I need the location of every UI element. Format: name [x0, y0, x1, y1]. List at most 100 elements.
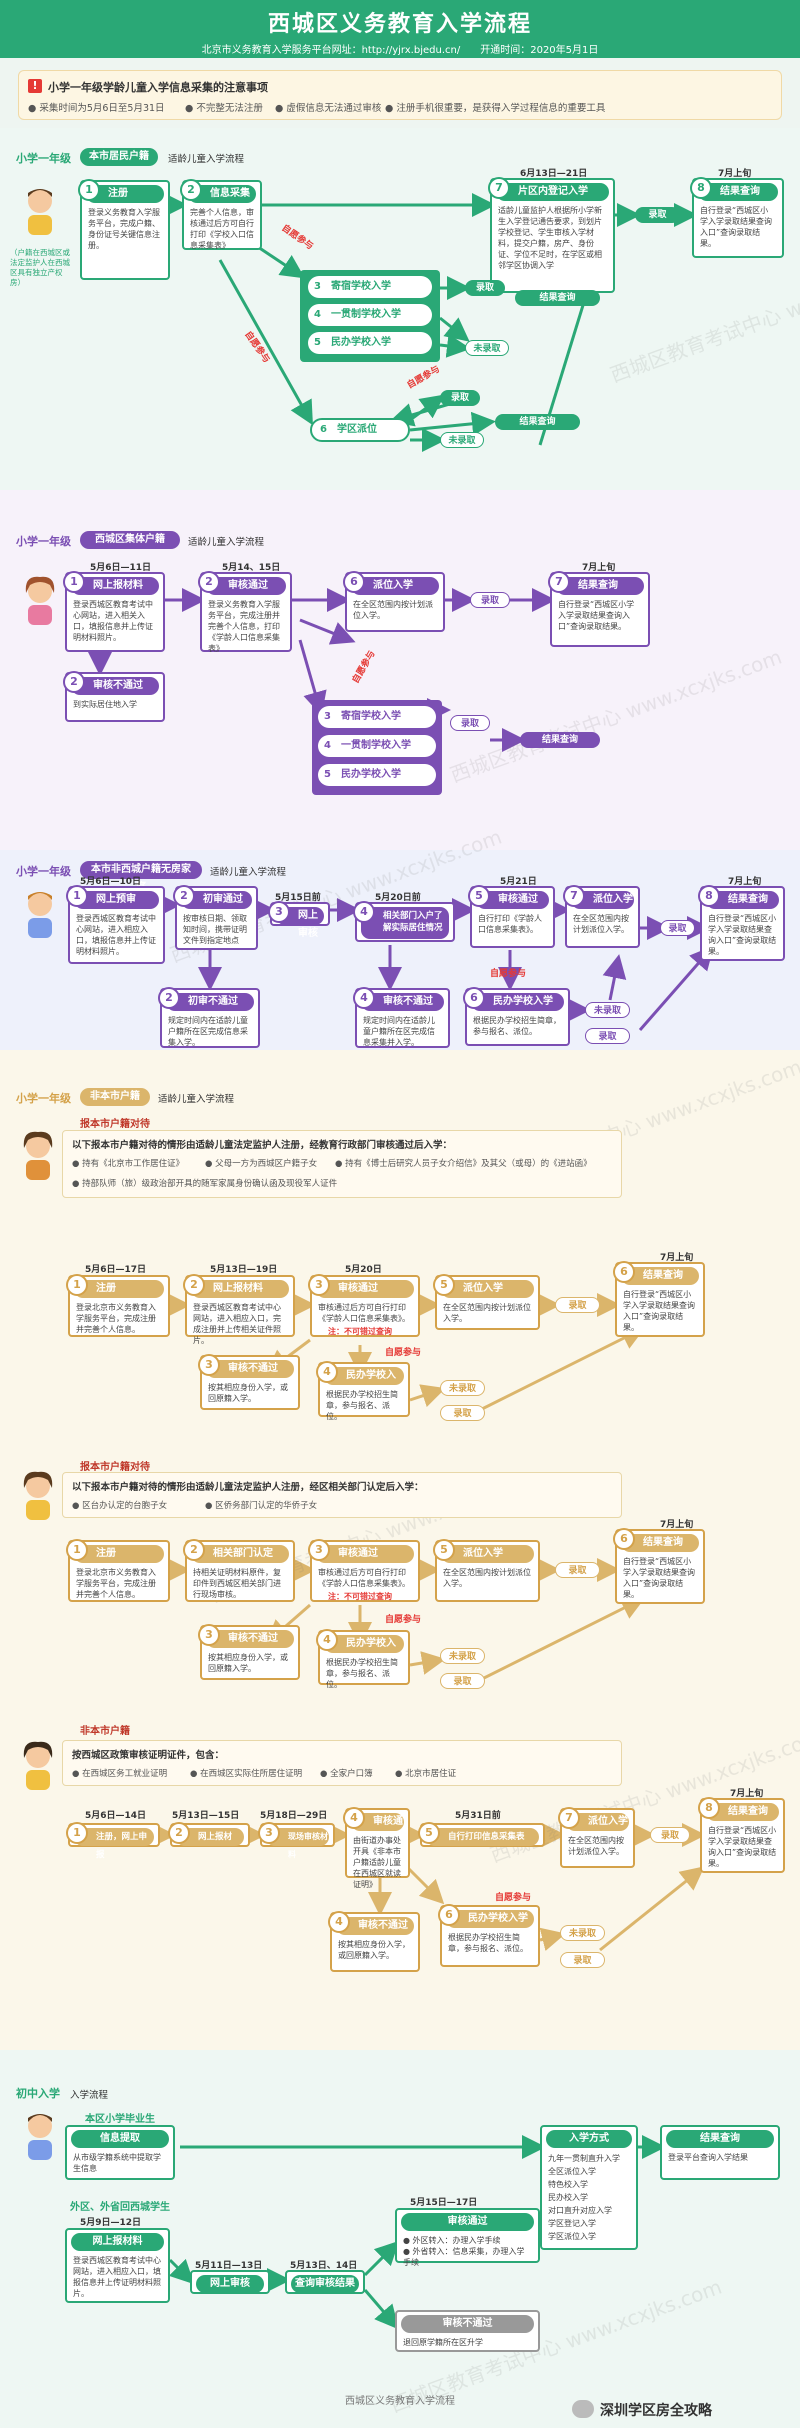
notice-title: 小学一年级学龄儿童入学信息采集的注意事项 — [48, 81, 268, 94]
review-note: 注：不可错过查询 — [328, 1327, 392, 1336]
private-school-option: 5 民办学校入学 — [318, 764, 436, 786]
condition-item: ● 北京市居住证 — [395, 1769, 457, 1779]
avatar-note: （户籍在西城区或法定监护人在西城区具有独立产权房） — [10, 248, 70, 287]
section-grade: 小学一年级 — [16, 865, 71, 878]
date-label: 5月20日 — [345, 1265, 382, 1275]
admit-tag: 录取 — [450, 715, 490, 731]
step-result-query: 结果查询 登录平台查询入学结果 — [660, 2125, 780, 2180]
page-subtitle: 北京市义务教育入学服务平台网址：http://yjrx.bjedu.cn/ 开通… — [201, 45, 599, 56]
condition-title: 以下报本市户籍对待的情形由适龄儿童法定监护人注册，经区相关部门认定后入学： — [72, 1482, 424, 1493]
admit-tag: 录取 — [555, 1297, 600, 1313]
admit-tag: 录取 — [560, 1952, 605, 1968]
platform-url[interactable]: http://yjrx.bjedu.cn/ — [361, 45, 461, 56]
admit-tag: 录取 — [585, 1028, 630, 1044]
boarding-school-option: 3 寄宿学校入学 — [308, 276, 432, 298]
admit-tag: 录取 — [440, 1673, 485, 1689]
section-subtitle: 适龄儿童入学流程 — [168, 154, 245, 165]
not-admitted-tag: 未录取 — [465, 340, 509, 356]
mode-item: 特色校入学 — [548, 2180, 588, 2189]
not-admitted-tag: 未录取 — [585, 1002, 630, 1018]
admit-tag: 录取 — [635, 207, 680, 223]
consistent-school-option: 4 一贯制学校入学 — [308, 304, 432, 326]
step-online-review: 网上审核 — [190, 2270, 270, 2294]
subgroup-title: 报本市户籍对待 — [80, 1119, 150, 1130]
condition-item: ● 父母一方为西城区户籍子女 — [205, 1159, 318, 1169]
date-label: 5月15日前 — [275, 893, 321, 903]
subgroup-title: 非本市户籍 — [80, 1726, 130, 1737]
condition-title: 按西城区政策审核证明证件，包含： — [72, 1750, 225, 1761]
subgroup-title: 本区小学毕业生 — [85, 2114, 155, 2125]
notice-item: ● 虚假信息无法通过审核 — [275, 103, 382, 114]
admit-tag: 录取 — [440, 1405, 485, 1421]
notice-item: ● 不完整无法注册 — [185, 103, 263, 114]
date-label: 5月14、15日 — [222, 563, 281, 573]
section-subtitle: 适龄儿童入学流程 — [210, 867, 287, 878]
section-pill: 西城区集体户籍 — [80, 531, 180, 549]
not-admitted-tag: 未录取 — [440, 432, 484, 448]
condition-item: ● 持有《博士后研究人员子女介绍信》及其父（或母）的《进站函》 — [335, 1159, 592, 1169]
warning-icon: ! — [28, 79, 42, 93]
date-label: 5月6日—17日 — [85, 1265, 147, 1275]
condition-title: 以下报本市户籍对待的情形由适龄儿童法定监护人注册，经教育行政部门审核通过后入学： — [72, 1140, 453, 1151]
section-grade: 小学一年级 — [16, 535, 71, 548]
admit-tag: 录取 — [650, 1827, 690, 1843]
notice-item: ● 采集时间为5月6日至5月31日 — [28, 103, 165, 114]
date-label: 5月6日—14日 — [85, 1811, 147, 1821]
private-school-option: 5 民办学校入学 — [308, 332, 432, 354]
not-admitted-tag: 未录取 — [440, 1648, 485, 1664]
step-review-fail: 审核不通过 退回原学籍所在区升学 — [395, 2310, 540, 2352]
pass-item: ● 外区转入：办理入学手续 — [403, 2236, 501, 2245]
page-title: 西城区义务教育入学流程 — [267, 12, 532, 37]
date-label: 5月11日—13日 — [195, 2261, 263, 2271]
step-submit-materials: 网上报材料 登录西城区教育考试中心网站，进入相应入口，填报信息并上传证明材料照片… — [65, 2228, 170, 2303]
date-label: 7月上旬 — [728, 877, 762, 887]
mode-item: 学区登记入学 — [548, 2219, 596, 2228]
condition-box — [62, 1130, 622, 1198]
mode-item: 民办校入学 — [548, 2193, 588, 2202]
district-lottery: 6 学区派位 — [310, 418, 410, 442]
date-label: 5月13日—15日 — [172, 1811, 240, 1821]
condition-box — [62, 1740, 622, 1786]
date-label: 5月6日—11日 — [90, 563, 152, 573]
boy-avatar-icon — [28, 2114, 52, 2160]
condition-item: ● 持有《北京市工作居住证》 — [72, 1159, 185, 1169]
boy-avatar-icon — [28, 892, 52, 938]
condition-item: ● 持部队师（旅）级政治部开具的随军家属身份确认函及现役军人证件 — [72, 1179, 338, 1189]
voluntary-label: 自愿参与 — [490, 969, 527, 979]
mode-item: 九年一贯制直升入学 — [548, 2154, 620, 2163]
section-subtitle: 入学流程 — [70, 2090, 109, 2101]
date-label: 5月13日、14日 — [290, 2261, 358, 2271]
voluntary-label: 自愿参与 — [495, 1893, 532, 1903]
page-header: 西城区义务教育入学流程 北京市义务教育入学服务平台网址：http://yjrx.… — [0, 0, 800, 58]
date-label: 5月18日—29日 — [260, 1811, 328, 1821]
girl-avatar-icon — [23, 1131, 53, 1180]
notice-item: ● 注册手机很重要，是获得入学过程信息的重要工具 — [385, 103, 606, 114]
section-grade: 初中入学 — [16, 2087, 60, 2100]
date-label: 7月上旬 — [660, 1253, 694, 1263]
admit-tag: 录取 — [440, 390, 480, 406]
